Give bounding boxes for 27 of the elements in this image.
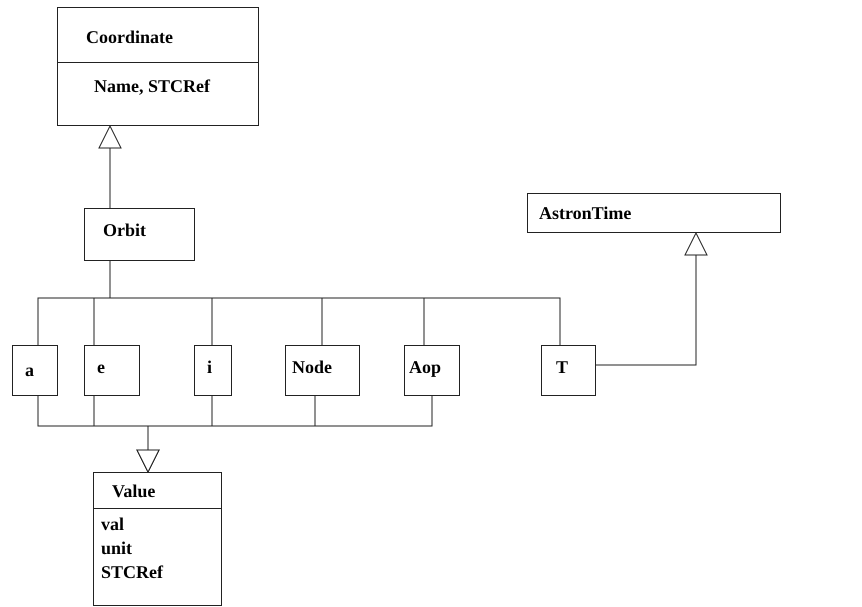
class-name: AstronTime [538,202,632,224]
class-box [93,472,222,606]
class-attribute: Name, STCRef [93,75,212,97]
class-box [84,345,140,396]
class-name: Orbit [102,219,147,241]
class-box [527,193,781,233]
class-box [194,345,232,396]
class-box [541,345,596,396]
class-box [57,7,259,126]
class-name: e [96,356,106,378]
class-attribute: unit [100,537,134,559]
class-name: i [206,356,214,378]
class-name: Aop [408,356,442,378]
class-box [285,345,360,396]
class-box [12,345,58,396]
inheritance-arrow [98,126,122,208]
class-attribute: val [100,513,126,535]
class-attribute: STCRef [100,561,164,583]
class-box [404,345,460,396]
class-box [84,208,195,261]
inheritance-arrow [136,396,432,472]
class-name: Value [94,473,221,509]
class-name: Node [291,356,333,378]
class-name: T [555,356,570,378]
inheritance-arrow [596,232,708,366]
class-name: Coordinate [58,8,258,63]
class-name: a [24,359,35,381]
